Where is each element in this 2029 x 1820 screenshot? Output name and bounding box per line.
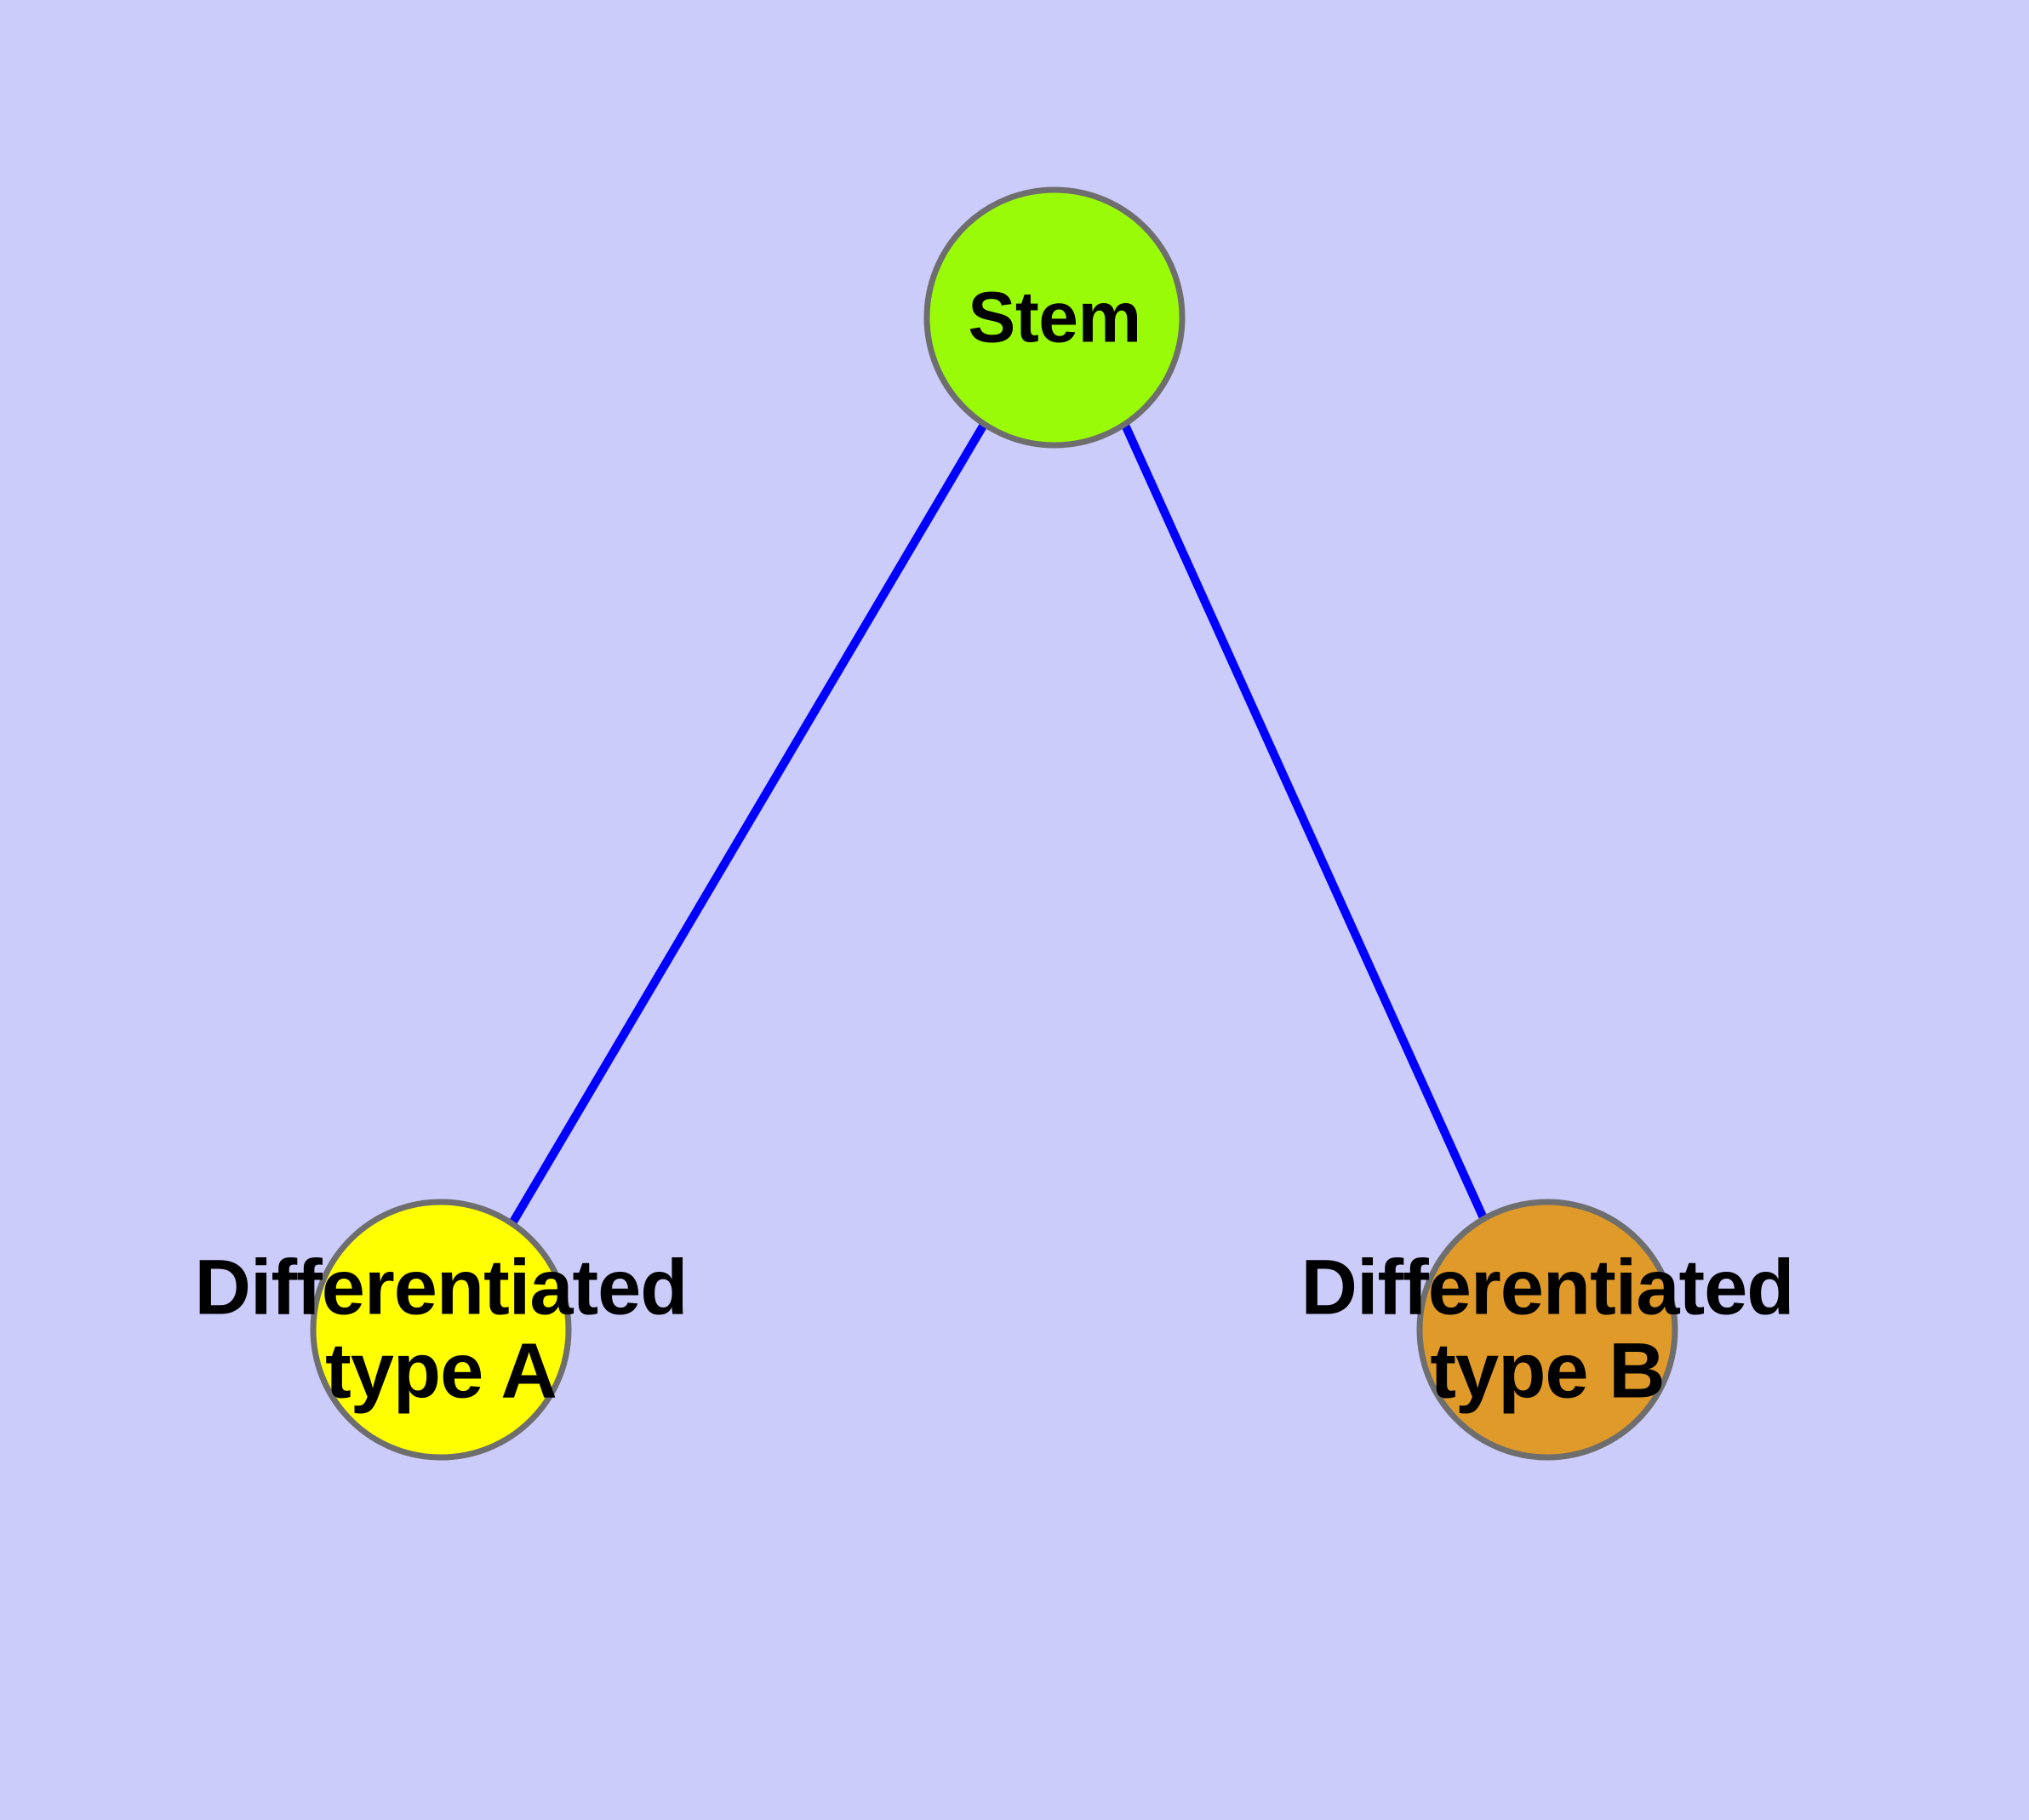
node-layer <box>310 186 1678 1461</box>
edge-stem-to-diff-b[interactable] <box>1120 421 1492 1230</box>
node-stem-circle[interactable] <box>923 186 1186 449</box>
node-diff-b-circle[interactable] <box>1416 1199 1678 1461</box>
edge-stem-to-diff-a[interactable] <box>508 421 989 1226</box>
edge-layer <box>508 421 1492 1230</box>
node-diff-a-circle[interactable] <box>310 1199 572 1461</box>
